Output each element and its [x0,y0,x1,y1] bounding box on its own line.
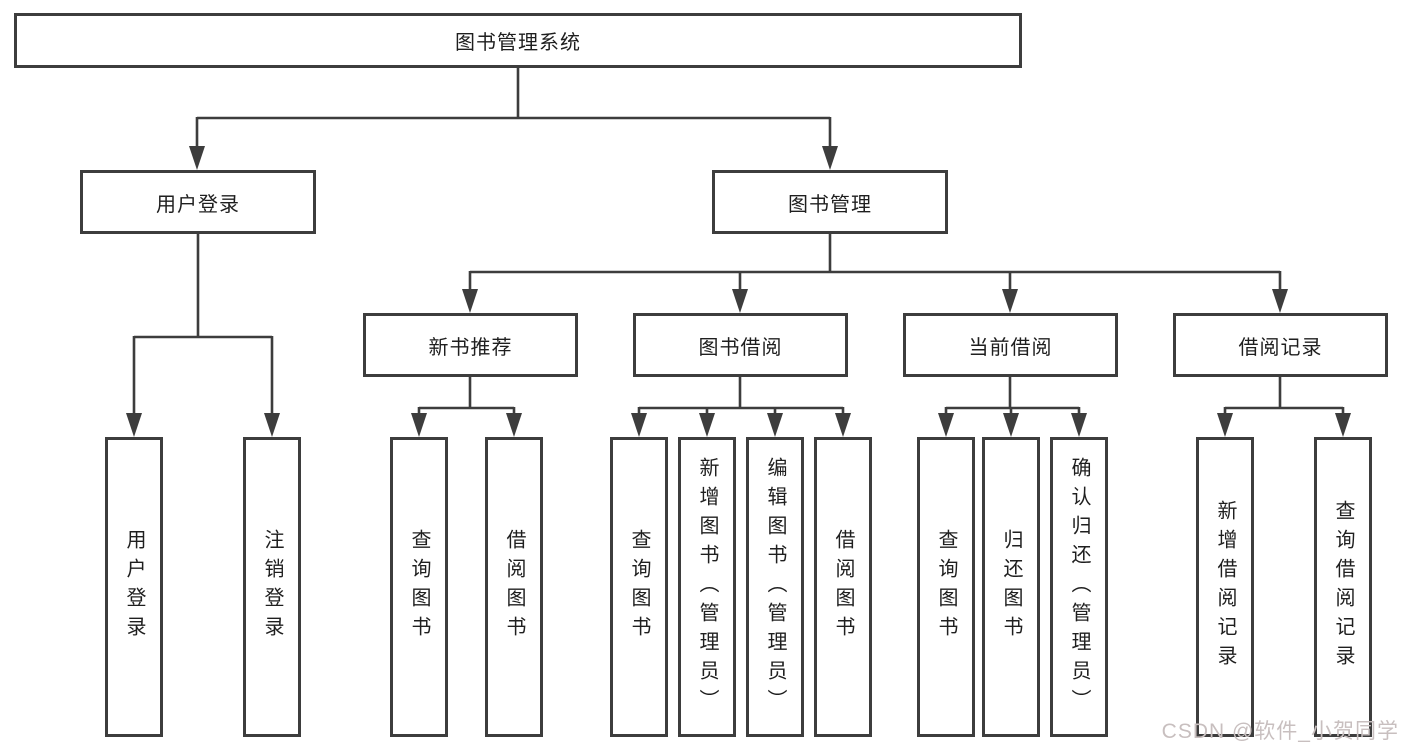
leaf-current-return-label: 归还图书 [1000,529,1022,645]
leaf-logout: 注销登录 [243,437,301,737]
node-current-borrow-label: 当前借阅 [968,336,1053,359]
node-user-login-label: 用户登录 [156,193,240,216]
node-new-book: 新书推荐 [363,313,578,377]
leaf-current-confirm: 确认归还（管理员） [1050,437,1108,737]
node-book-mgmt: 图书管理 [712,170,948,234]
leaf-newbook-borrow: 借阅图书 [485,437,543,737]
node-root: 图书管理系统 [14,13,1022,68]
leaf-newbook-query-label: 查询图书 [408,529,430,645]
node-book-mgmt-label: 图书管理 [788,193,872,216]
leaf-borrow-borrow-label: 借阅图书 [832,529,854,645]
node-new-book-label: 新书推荐 [428,336,513,359]
leaf-current-query: 查询图书 [917,437,975,737]
node-book-borrow: 图书借阅 [633,313,848,377]
leaf-borrow-query: 查询图书 [610,437,668,737]
leaf-record-add-label: 新增借阅记录 [1214,500,1236,674]
leaf-user-login-label: 用户登录 [123,529,145,645]
node-book-borrow-label: 图书借阅 [698,336,783,359]
leaf-newbook-query: 查询图书 [390,437,448,737]
node-borrow-record-label: 借阅记录 [1238,336,1323,359]
arrowheads [126,146,1351,437]
leaf-borrow-query-label: 查询图书 [628,529,650,645]
leaf-record-query-label: 查询借阅记录 [1332,500,1354,674]
leaf-user-login: 用户登录 [105,437,163,737]
node-borrow-record: 借阅记录 [1173,313,1388,377]
leaf-borrow-edit-label: 编辑图书（管理员） [764,456,786,718]
watermark: CSDN @软件_小贺同学 [1161,720,1399,743]
leaf-record-query: 查询借阅记录 [1314,437,1372,737]
leaf-current-confirm-label: 确认归还（管理员） [1068,456,1090,718]
leaf-borrow-edit: 编辑图书（管理员） [746,437,804,737]
node-current-borrow: 当前借阅 [903,313,1118,377]
leaf-borrow-add-label: 新增图书（管理员） [696,456,718,718]
leaf-newbook-borrow-label: 借阅图书 [503,529,525,645]
leaf-current-query-label: 查询图书 [935,529,957,645]
leaf-current-return: 归还图书 [982,437,1040,737]
leaf-record-add: 新增借阅记录 [1196,437,1254,737]
leaf-borrow-borrow: 借阅图书 [814,437,872,737]
leaf-borrow-add: 新增图书（管理员） [678,437,736,737]
node-root-label: 图书管理系统 [455,32,581,54]
leaf-logout-label: 注销登录 [261,529,283,645]
node-user-login: 用户登录 [80,170,316,234]
